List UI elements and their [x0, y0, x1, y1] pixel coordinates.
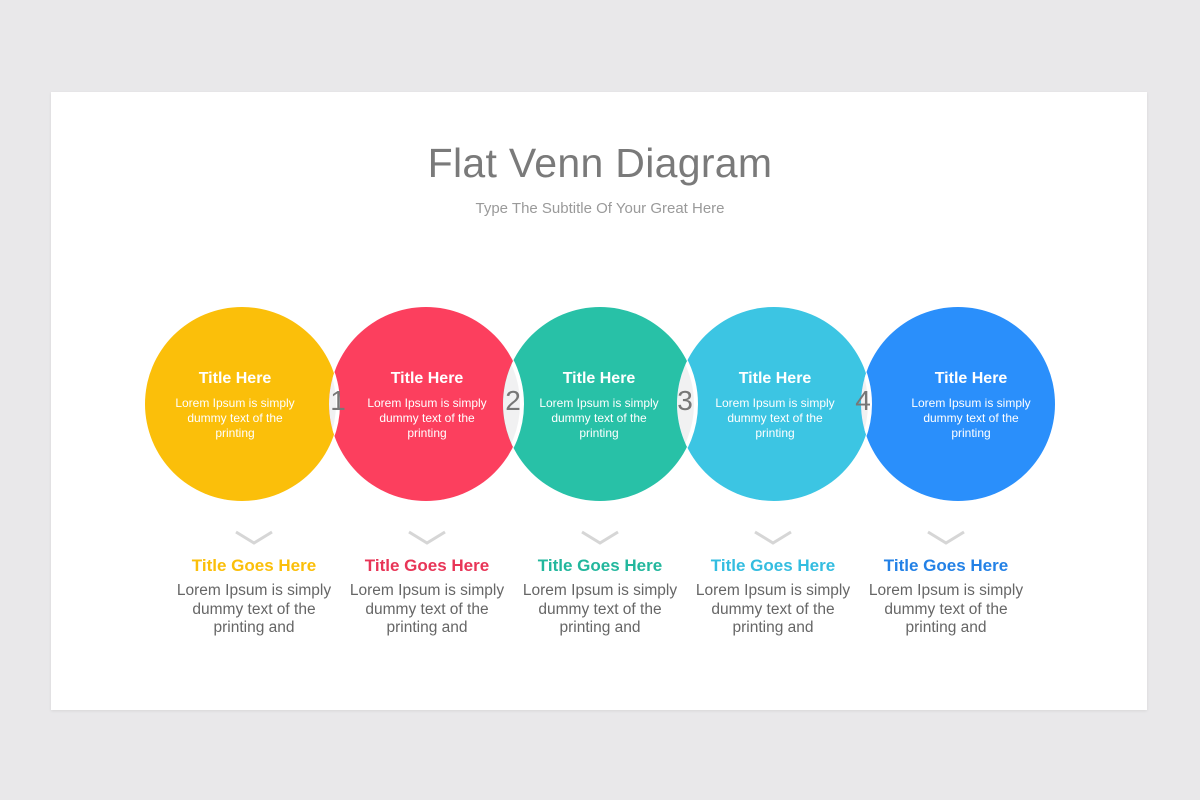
- page-subtitle: Type The Subtitle Of Your Great Here: [475, 200, 725, 217]
- circle-4-title: Title Here: [738, 370, 812, 387]
- circle-5-title: Title Here: [934, 370, 1008, 387]
- chevron-down-icon: [235, 530, 273, 545]
- circle-4-body: Lorem Ipsum is simply dummy text of the …: [715, 396, 835, 440]
- column-2: Title Goes Here Lorem Ipsum is simply du…: [342, 556, 512, 638]
- venn-circle-3: [503, 307, 697, 501]
- circle-5-body: Lorem Ipsum is simply dummy text of the …: [911, 396, 1031, 440]
- page-title: Flat Venn Diagram: [427, 140, 773, 186]
- column-5: Title Goes Here Lorem Ipsum is simply du…: [861, 556, 1031, 638]
- column-1-body: Lorem Ipsum is simply dummy text of the …: [176, 582, 332, 636]
- column-2-body: Lorem Ipsum is simply dummy text of the …: [349, 582, 505, 636]
- circle-1-text: Title Here Lorem Ipsum is simply dummy t…: [170, 370, 300, 441]
- venn-overlap-4: [861, 307, 872, 501]
- circle-2-text: Title Here Lorem Ipsum is simply dummy t…: [362, 370, 492, 441]
- column-5-body: Lorem Ipsum is simply dummy text of the …: [868, 582, 1024, 636]
- column-4-title: Title Goes Here: [710, 556, 836, 575]
- overlap-number-2: 2: [505, 385, 521, 416]
- column-4: Title Goes Here Lorem Ipsum is simply du…: [688, 556, 858, 638]
- chevron-down-icon: [927, 530, 965, 545]
- venn-circle-2: [329, 307, 523, 501]
- venn-circle-1: [145, 307, 339, 501]
- circle-5-text: Title Here Lorem Ipsum is simply dummy t…: [906, 370, 1036, 441]
- circle-3-title: Title Here: [562, 370, 636, 387]
- venn-overlap-1: [329, 307, 340, 501]
- chevron-down-icon: [408, 530, 446, 545]
- overlap-number-3: 3: [677, 385, 693, 416]
- venn-overlap-3: [677, 307, 698, 501]
- chevron-down-icon: [754, 530, 792, 545]
- venn-circle-4: [677, 307, 871, 501]
- column-1-title: Title Goes Here: [191, 556, 317, 575]
- circle-3-text: Title Here Lorem Ipsum is simply dummy t…: [534, 370, 664, 441]
- column-3: Title Goes Here Lorem Ipsum is simply du…: [515, 556, 685, 638]
- venn-overlap-2: [503, 307, 524, 501]
- circle-1-body: Lorem Ipsum is simply dummy text of the …: [175, 396, 295, 440]
- circle-1-title: Title Here: [198, 370, 272, 387]
- circle-2-title: Title Here: [390, 370, 464, 387]
- column-2-title: Title Goes Here: [364, 556, 490, 575]
- circle-3-body: Lorem Ipsum is simply dummy text of the …: [539, 396, 659, 440]
- column-3-body: Lorem Ipsum is simply dummy text of the …: [522, 582, 678, 636]
- column-4-body: Lorem Ipsum is simply dummy text of the …: [695, 582, 851, 636]
- overlap-number-4: 4: [855, 385, 871, 416]
- circle-4-text: Title Here Lorem Ipsum is simply dummy t…: [710, 370, 840, 441]
- venn-circle-5: [861, 307, 1055, 501]
- column-1: Title Goes Here Lorem Ipsum is simply du…: [169, 556, 339, 638]
- circle-2-body: Lorem Ipsum is simply dummy text of the …: [367, 396, 487, 440]
- chevron-down-icon: [581, 530, 619, 545]
- column-5-title: Title Goes Here: [883, 556, 1009, 575]
- column-3-title: Title Goes Here: [537, 556, 663, 575]
- overlap-number-1: 1: [330, 385, 346, 416]
